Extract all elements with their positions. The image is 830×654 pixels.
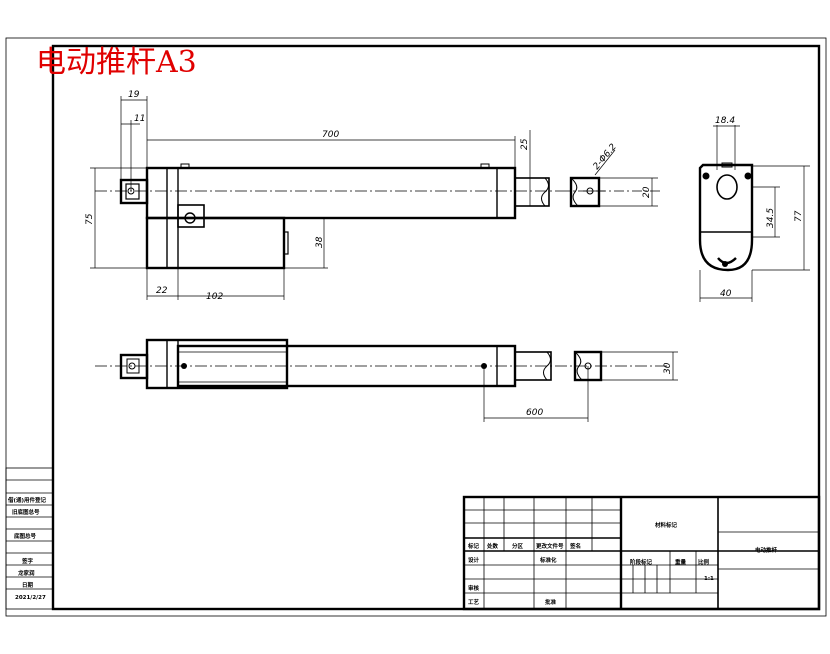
dim-600: 600 [526, 408, 543, 418]
dim-700: 700 [322, 130, 339, 140]
rod-end-detail: 2-Φ6.2 20 [560, 142, 660, 208]
dim-19: 19 [128, 90, 140, 100]
dim-38: 38 [315, 236, 325, 248]
tb-ratio: 1:1 [704, 576, 714, 582]
tb-count: 处数 [486, 542, 499, 550]
dim-18-4: 18.4 [715, 116, 735, 126]
dim-2-phi: 2-Φ6.2 [592, 142, 619, 172]
tb-standard: 标准化 [539, 556, 557, 564]
side-row-1: 借(通)用件登记 [7, 496, 47, 504]
dim-20: 20 [642, 186, 652, 198]
side-row-6: 日期 [22, 581, 34, 589]
tb-design: 设计 [468, 556, 480, 564]
dim-102: 102 [206, 292, 223, 302]
dim-75: 75 [85, 213, 95, 225]
tb-sign: 签名 [569, 542, 581, 550]
side-table: 借(通)用件登记 旧底图总号 底图总号 签字 龙家润 日期 2021/2/27 [5, 467, 54, 610]
dim-25: 25 [520, 138, 530, 150]
tb-weight: 重量 [675, 558, 687, 566]
tb-scale: 比例 [698, 558, 710, 566]
dim-34-5: 34.5 [766, 208, 776, 228]
tb-drawing-name: 电动推杆 [755, 546, 778, 554]
end-view: 18.4 77 34.5 40 [698, 116, 810, 302]
tb-review: 审核 [468, 584, 480, 592]
tb-approve: 批准 [545, 598, 557, 606]
title-block: 标记 处数 分区 更改文件号 签名 设计 标准化 审核 工艺 批准 材料标记 阶… [462, 495, 821, 611]
tb-zone: 分区 [512, 542, 524, 550]
front-view-dimensions: 19 11 700 25 75 38 22 102 [85, 90, 531, 302]
dim-40: 40 [720, 289, 732, 299]
sheet-outer-border [5, 37, 827, 617]
drawing-frame [51, 44, 821, 611]
sheet-title: 电动推杆A3 [36, 45, 197, 80]
dim-11: 11 [134, 114, 145, 124]
tb-process: 工艺 [468, 598, 480, 606]
side-row-4: 签字 [21, 557, 34, 565]
tb-mark: 标记 [467, 542, 480, 550]
tb-material: 材料标记 [655, 521, 678, 529]
side-row-7: 2021/2/27 [15, 595, 46, 601]
extended-view: 30 600 [95, 338, 678, 422]
tb-stage-mark: 阶段标记 [630, 558, 653, 566]
dim-77: 77 [794, 210, 804, 222]
side-row-2: 旧底图总号 [12, 508, 40, 516]
dim-30: 30 [663, 362, 673, 374]
tb-change-doc: 更改文件号 [536, 542, 564, 550]
front-view [95, 163, 560, 270]
side-row-5: 龙家润 [17, 569, 35, 577]
dim-22: 22 [156, 286, 168, 296]
side-row-3: 底图总号 [13, 532, 37, 540]
